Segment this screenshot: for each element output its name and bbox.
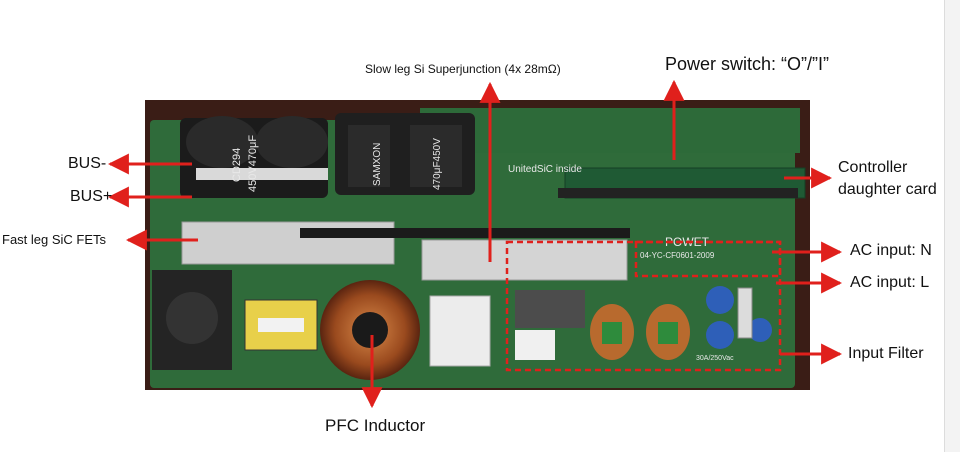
part-number-text: 04-YC-CF0601-2009 — [640, 251, 715, 260]
slow-leg-heatsink — [421, 239, 628, 281]
choke-2-core — [658, 322, 678, 344]
choke-1-core — [602, 322, 622, 344]
input-filter-outline-inner — [634, 240, 782, 278]
label-fast-leg: Fast leg SiC FETs — [2, 232, 107, 247]
label-input-filter: Input Filter — [848, 345, 924, 362]
transformer-label — [258, 318, 304, 332]
label-bus-plus: BUS+ — [70, 188, 113, 205]
cap1-text-b: 450V470μF — [247, 135, 259, 192]
cap1-text-a: CD294 — [231, 148, 243, 182]
x-capacitor-2 — [706, 321, 734, 349]
label-bus-minus: BUS- — [68, 155, 107, 172]
fuse-rating-text: 30A/250Vac — [696, 355, 734, 362]
label-pfc-inductor: PFC Inductor — [325, 416, 426, 435]
right-edge-strip — [944, 0, 960, 452]
label-power-switch: Power switch: “O”/”I” — [665, 54, 830, 74]
bus-capacitor-2 — [335, 113, 475, 195]
x-capacitor-3 — [748, 318, 772, 342]
relay — [429, 295, 491, 367]
filter-component-1 — [515, 290, 585, 328]
label-slow-leg: Slow leg Si Superjunction (4x 28mΩ) — [365, 62, 561, 76]
pcb-board-top-strip — [420, 108, 800, 153]
x-capacitor-1 — [706, 286, 734, 314]
fuse — [737, 287, 753, 339]
cap2-text-b: 470μF450V — [432, 138, 443, 190]
fan-hub — [166, 292, 218, 344]
label-ac-input-n: AC input: N — [850, 242, 932, 259]
heatsink-strip — [300, 228, 630, 238]
filter-component-2 — [515, 330, 555, 360]
label-controller-line2: daughter card — [838, 181, 937, 198]
controller-connector — [558, 188, 798, 198]
pfc-inductor-core — [352, 312, 388, 348]
unitedsic-label: UnitedSiC inside — [508, 164, 582, 175]
bus-capacitor-1 — [180, 116, 328, 198]
cap2-text-a: SAMXON — [372, 143, 383, 186]
label-controller-line1: Controller — [838, 159, 908, 176]
label-ac-input-l: AC input: L — [850, 274, 930, 291]
